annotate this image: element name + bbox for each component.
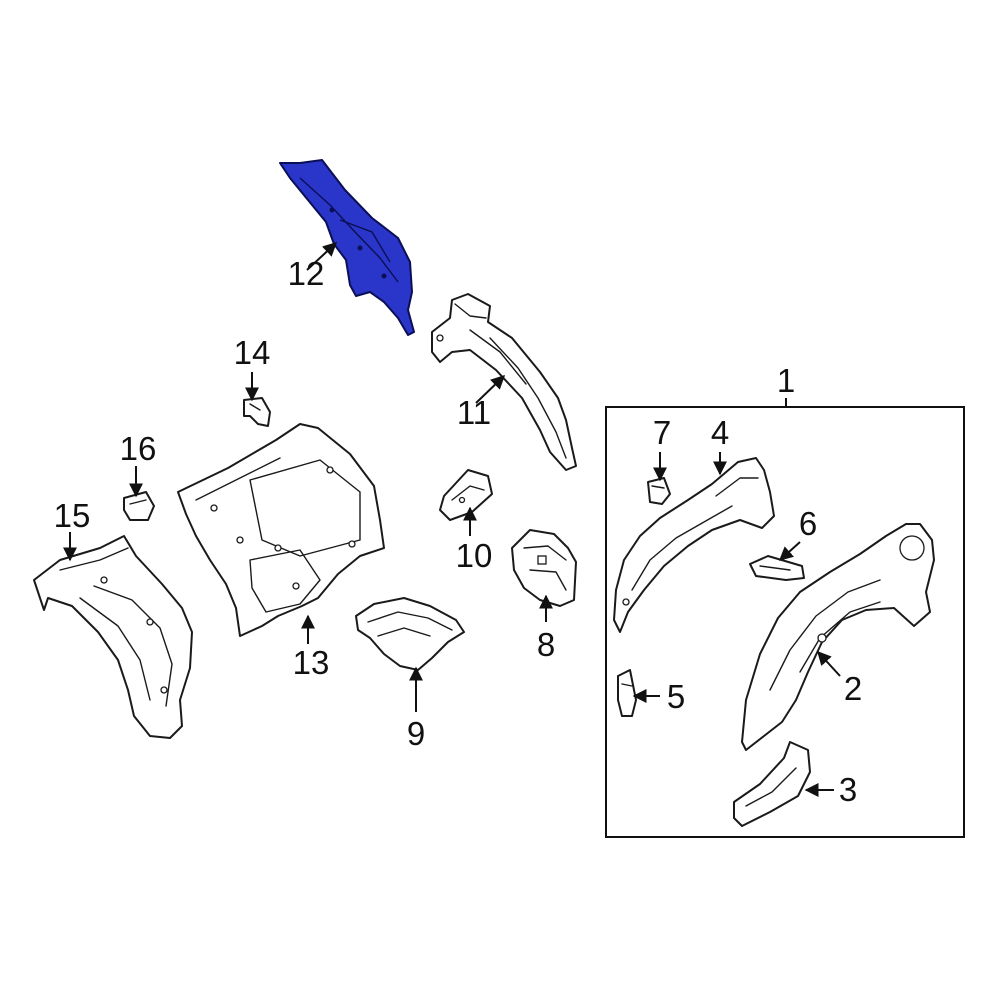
- part-16[interactable]: [123, 491, 155, 521]
- part-9[interactable]: [355, 597, 465, 671]
- callout-5: 5: [667, 678, 685, 715]
- part-3[interactable]: [733, 741, 811, 827]
- part-11[interactable]: [431, 293, 577, 471]
- callout-15: 15: [54, 497, 91, 534]
- callout-13: 13: [293, 644, 330, 681]
- part-7[interactable]: [647, 477, 671, 505]
- part-2[interactable]: [741, 523, 935, 751]
- part-5[interactable]: [617, 669, 637, 717]
- callout-7: 7: [653, 414, 671, 451]
- callout-1: 1: [777, 362, 795, 399]
- part-13[interactable]: [177, 423, 385, 637]
- part-6[interactable]: [749, 555, 805, 581]
- callout-4: 4: [711, 414, 729, 451]
- part-12-highlighted[interactable]: [279, 159, 415, 336]
- callout-12: 12: [288, 255, 325, 292]
- callout-8: 8: [537, 626, 555, 663]
- part-8[interactable]: [511, 529, 577, 607]
- callout-16: 16: [120, 430, 157, 467]
- callout-12-leader: [306, 242, 338, 271]
- callout-6: 6: [799, 505, 817, 542]
- part-15[interactable]: [33, 535, 193, 739]
- part-4[interactable]: [613, 457, 775, 633]
- callout-9: 9: [407, 715, 425, 752]
- callout-6-leader: [778, 541, 801, 561]
- callout-14: 14: [234, 334, 271, 371]
- part-14[interactable]: [243, 397, 271, 427]
- callout-3: 3: [839, 771, 857, 808]
- callout-2: 2: [844, 670, 862, 707]
- callout-2-leader: [817, 650, 841, 677]
- callout-10: 10: [456, 537, 493, 574]
- callout-11: 11: [457, 394, 491, 431]
- callout-11-leader: [475, 375, 506, 404]
- part-10[interactable]: [439, 469, 493, 521]
